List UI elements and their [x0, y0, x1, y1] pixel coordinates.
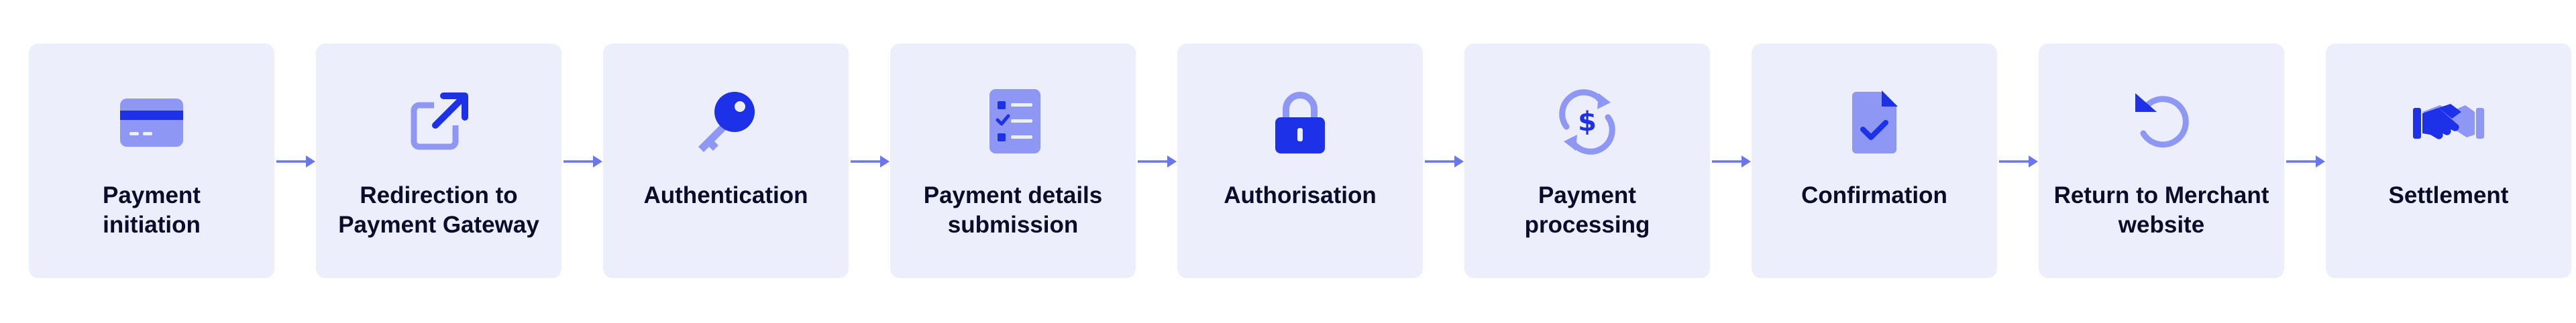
step-label: Payment initiation: [103, 182, 201, 238]
step-card-authorisation: Authorisation: [1177, 44, 1423, 278]
handshake-icon: [2412, 85, 2485, 159]
lock-icon: [1263, 85, 1337, 159]
flow-arrow: [849, 151, 890, 172]
svg-text:$: $: [1578, 107, 1597, 137]
return-arrow-icon: [2125, 85, 2198, 159]
checklist-icon: [976, 85, 1050, 159]
step-card-return-to-merchant: Return to Merchant website: [2039, 44, 2284, 278]
step-label: Authorisation: [1224, 182, 1377, 208]
step-label: Authentication: [643, 182, 808, 208]
step-label: Redirection to Payment Gateway: [338, 182, 539, 238]
flow-arrow: [562, 151, 602, 172]
credit-card-icon: [115, 85, 189, 159]
flow-arrow: [1424, 151, 1464, 172]
step-label: Return to Merchant website: [2053, 182, 2269, 238]
step-card-details-submission: Payment details submission: [890, 44, 1136, 278]
flow-arrow: [1136, 151, 1177, 172]
external-link-icon: [402, 85, 476, 159]
document-check-icon: [1837, 85, 1911, 159]
step-card-processing: $ Payment processing: [1464, 44, 1710, 278]
key-icon: [689, 85, 763, 159]
flow-arrow: [275, 151, 315, 172]
flow-arrow: [2285, 151, 2325, 172]
step-label: Payment details submission: [923, 182, 1103, 238]
dollar-sync-icon: $: [1550, 85, 1624, 159]
flow-arrow: [1711, 151, 1751, 172]
step-card-payment-initiation: Payment initiation: [29, 44, 274, 278]
step-label: Payment processing: [1524, 182, 1650, 238]
step-label: Settlement: [2388, 182, 2509, 208]
step-label: Confirmation: [1801, 182, 1947, 208]
flow-arrow: [1998, 151, 2038, 172]
step-card-confirmation: Confirmation: [1752, 44, 1997, 278]
step-card-settlement: Settlement: [2326, 44, 2571, 278]
step-card-redirection: Redirection to Payment Gateway: [316, 44, 561, 278]
step-card-authentication: Authentication: [603, 44, 849, 278]
